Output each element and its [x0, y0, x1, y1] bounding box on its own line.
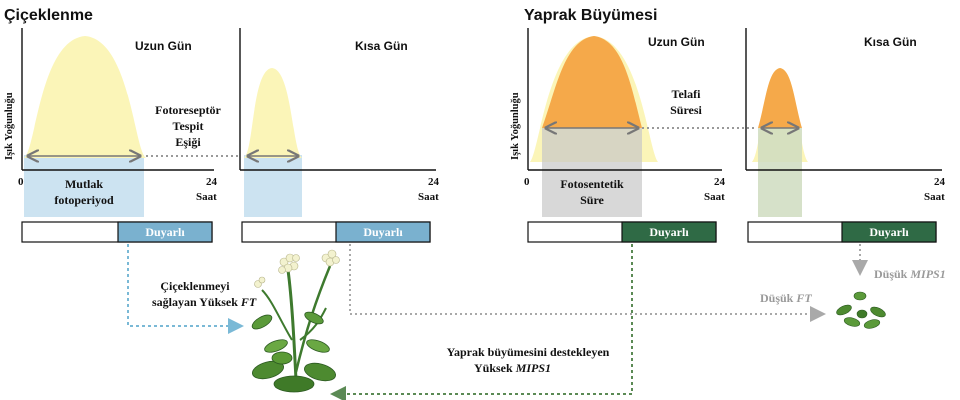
high-mips1-arrow	[330, 244, 633, 400]
flowering-plant-illustration	[251, 249, 340, 393]
short-day-sensitive-window	[335, 221, 431, 243]
leaf-axis-zero: 0	[524, 176, 530, 188]
high-ft-line1: Çiçeklenmeyi	[160, 279, 230, 293]
flowering-long-day-label: Uzun Gün	[135, 39, 192, 53]
leaf-long-day-photosynthetic-curve	[542, 36, 642, 128]
high-ft-gene: FT	[240, 295, 257, 309]
short-photosynthetic-band	[758, 128, 802, 217]
low-ft-arrow	[349, 244, 826, 322]
low-mips1-gene: MIPS1	[909, 267, 945, 281]
long-day-sensitive-label: Duyarlı	[145, 225, 185, 239]
leaf-short-axis-unit: Saat	[924, 191, 945, 203]
low-ft-gene: FT	[795, 291, 812, 305]
leaf-axis-unit: Saat	[704, 191, 725, 203]
small-plant-illustration	[836, 291, 886, 329]
leaf-short-day-label: Kısa Gün	[864, 35, 917, 49]
high-mips1-line1: Yaprak büyümesini destekleyen	[447, 345, 610, 359]
leaf-long-day-label: Uzun Gün	[648, 35, 705, 49]
flowering-long-day-chart: Uzun Gün 0 24 Saat Mutlak fotoperiyod	[18, 28, 218, 217]
leaf-short-sensitive-window	[841, 221, 937, 243]
high-ft-arrow	[127, 244, 244, 334]
flowering-short-axis-unit: Saat	[418, 191, 439, 203]
absolute-photoperiod-band	[24, 155, 144, 217]
compensation-line2: Süresi	[670, 103, 702, 117]
long-day-sensitive-window	[117, 221, 213, 243]
leaf-long-day-chart: Uzun Gün 0 24 Saat Fotosentetik Süre	[524, 28, 726, 217]
high-ft-prefix: sağlayan Yüksek	[152, 295, 238, 309]
threshold-line1: Fotoreseptör	[155, 103, 221, 117]
leaf-short-axis-max: 24	[934, 176, 946, 188]
low-ft-label: Düşük FT	[760, 291, 812, 305]
low-mips1-prefix: Düşük	[874, 267, 908, 281]
photosynthetic-band	[542, 128, 642, 217]
high-mips1-gene: MIPS1	[515, 361, 551, 375]
threshold-line2: Tespit	[173, 119, 204, 133]
leaf-long-sensitive-window	[621, 221, 717, 243]
flowering-short-day-label: Kısa Gün	[355, 39, 408, 53]
flowering-axis-zero: 0	[18, 176, 24, 188]
leaf-long-sensitive-label: Duyarlı	[649, 225, 689, 239]
flowering-y-axis-label: Işık Yoğunluğu	[4, 92, 15, 160]
low-ft-prefix: Düşük	[760, 291, 794, 305]
high-mips1-prefix: Yüksek	[474, 361, 513, 375]
leaf-y-axis-label: Işık Yoğunluğu	[510, 92, 521, 160]
threshold-line3: Eşiği	[175, 135, 201, 149]
flowering-short-axis-max: 24	[428, 176, 440, 188]
leaf-title: Yaprak Büyümesi	[524, 7, 657, 24]
flowering-title: Çiçeklenme	[4, 7, 93, 24]
short-day-sensitive-label: Duyarlı	[363, 225, 403, 239]
high-mips1-line2: Yüksek MIPS1	[474, 361, 551, 375]
absolute-photoperiod-line1: Mutlak	[65, 177, 103, 191]
compensation-line1: Telafi	[672, 87, 702, 101]
flowering-axis-max: 24	[206, 176, 218, 188]
long-day-light-curve	[24, 36, 146, 158]
high-ft-line2: sağlayan Yüksek FT	[152, 295, 257, 309]
short-day-light-curve	[244, 68, 302, 158]
leaf-short-day-photosynthetic-curve	[758, 68, 802, 128]
low-mips1-label: Düşük MIPS1	[874, 267, 946, 281]
flowering-short-day-chart: Kısa Gün 24 Saat	[239, 28, 440, 217]
absolute-photoperiod-line2: fotoperiyod	[54, 193, 114, 207]
leaf-axis-max: 24	[714, 176, 726, 188]
photosynthetic-line1: Fotosentetik	[560, 177, 624, 191]
leaf-short-sensitive-label: Duyarlı	[869, 225, 909, 239]
short-day-photoperiod-band	[244, 155, 302, 217]
photosynthetic-line2: Süre	[580, 193, 604, 207]
leaf-short-day-chart: Kısa Gün 24 Saat	[745, 28, 946, 217]
flowering-axis-unit: Saat	[196, 191, 217, 203]
